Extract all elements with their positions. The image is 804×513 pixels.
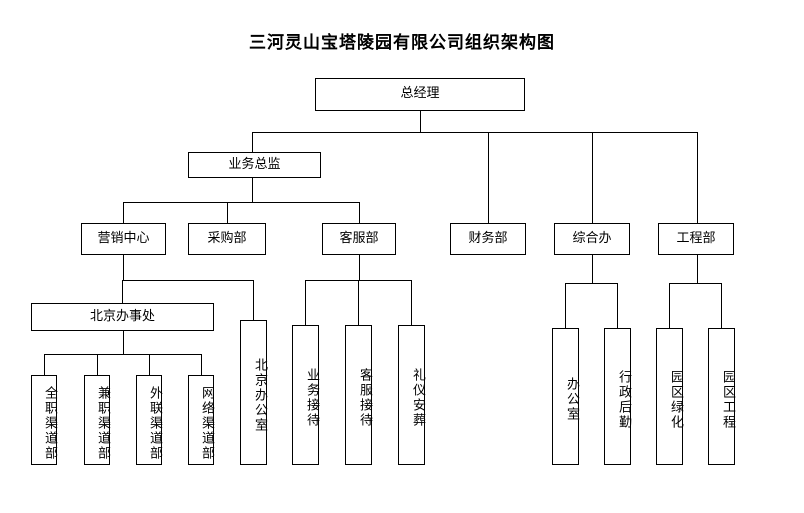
node-marketing-center[interactable]: 营销中心 [81,223,166,255]
edge-cs-r3 [411,280,412,325]
edge-bj-ch1 [44,354,45,375]
edge-ga-drop [592,255,593,283]
node-ga-office[interactable]: 办公室 [552,328,579,465]
edge-bj-ch4 [201,354,202,375]
node-parttime-channel[interactable]: 兼职渠道部 [84,375,110,465]
edge-mkt-bus [122,280,254,281]
edge-mkt-bjroom [253,280,254,320]
node-cs-reception[interactable]: 客服接待 [345,325,372,465]
edge-mkt-bjoffice [122,280,123,303]
edge-bizdir-cs [359,202,360,223]
node-park-engineering[interactable]: 园区工程 [708,328,735,465]
edge-bj-ch2 [97,354,98,375]
edge-gm-finance [488,132,489,223]
node-general-affairs[interactable]: 综合办 [554,223,630,255]
node-business-director[interactable]: 业务总监 [188,152,321,178]
edge-cs-drop [359,255,360,280]
node-liaison-channel[interactable]: 外联渠道部 [136,375,162,465]
node-network-channel[interactable]: 网络渠道部 [188,375,214,465]
edge-bjoffice-bus [44,354,201,355]
edge-bjoffice-drop [123,331,124,354]
edge-ga-o2 [617,283,618,328]
node-biz-reception[interactable]: 业务接待 [292,325,319,465]
node-customer-service[interactable]: 客服部 [322,223,396,255]
node-park-landscaping[interactable]: 园区绿化 [656,328,683,465]
edge-ga-o1 [565,283,566,328]
edge-cs-r1 [305,280,306,325]
edge-eng-drop [697,255,698,283]
edge-ga-bus [565,283,618,284]
node-fulltime-channel[interactable]: 全职渠道部 [31,375,57,465]
edge-bizdir-mkt [123,202,124,223]
page-title: 三河灵山宝塔陵园有限公司组织架构图 [249,33,555,53]
edge-eng-bus [669,283,722,284]
node-purchasing-dept[interactable]: 采购部 [188,223,266,255]
edge-gm-bus [252,132,698,133]
edge-gm-eng [697,132,698,223]
edge-eng-p2 [721,283,722,328]
edge-gm-drop [420,111,421,132]
node-ceremony-burial[interactable]: 礼仪安葬 [398,325,425,465]
edge-bizdir-bus [123,202,359,203]
node-finance-dept[interactable]: 财务部 [450,223,526,255]
edge-gm-bizdir [252,132,253,152]
edge-bizdir-pur [227,202,228,223]
edge-mkt-drop [123,255,124,280]
node-beijing-room[interactable]: 北京办公室 [240,320,267,465]
node-admin-logistics[interactable]: 行政后勤 [604,328,631,465]
edge-bizdir-drop [252,178,253,202]
node-engineering-dept[interactable]: 工程部 [658,223,734,255]
node-beijing-office[interactable]: 北京办事处 [31,303,214,331]
node-general-manager[interactable]: 总经理 [315,78,525,111]
edge-bj-ch3 [149,354,150,375]
edge-eng-p1 [669,283,670,328]
edge-cs-r2 [358,280,359,325]
edge-gm-ga [592,132,593,223]
